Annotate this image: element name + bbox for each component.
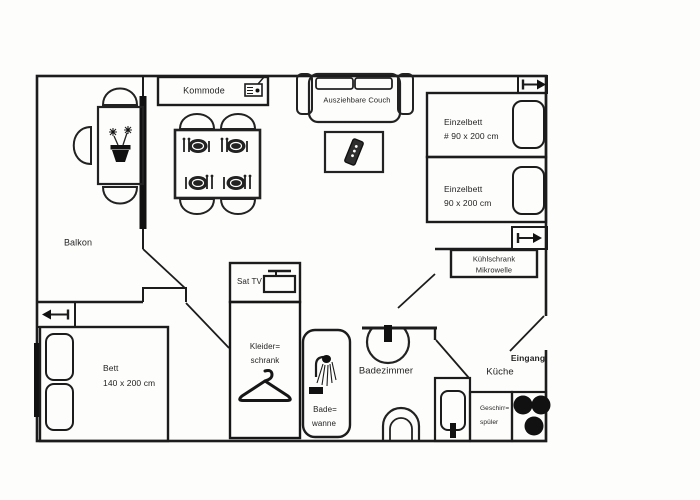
place-setting-icon	[182, 137, 210, 153]
couch	[296, 72, 414, 124]
balcony-label: Balkon	[63, 237, 93, 248]
kitchen-counter	[433, 376, 551, 443]
pillow	[512, 166, 545, 215]
bathtub-label-2: wanne	[311, 419, 337, 428]
bathtub	[301, 328, 352, 439]
shower-icon	[309, 355, 337, 394]
balcony-table	[96, 105, 145, 186]
kitchen-label: Küche	[486, 366, 514, 378]
place-setting-icon	[185, 174, 214, 190]
bathroom-door-swing	[435, 339, 470, 379]
single-bed-1-label: Einzelbett	[444, 117, 483, 127]
hall-door-swing	[397, 273, 436, 309]
dining-set	[173, 113, 262, 215]
single-bed-2-label: Einzelbett	[444, 184, 483, 194]
balcony-chair-bottom	[101, 186, 139, 205]
wardrobe-label-1: Kleider=	[249, 342, 281, 351]
bedroom-door-swing	[185, 302, 230, 349]
dining-chair	[178, 198, 216, 215]
coffee-table	[323, 130, 385, 174]
place-setting-icon	[223, 174, 252, 190]
kommode-label: Kommode	[183, 85, 225, 96]
pillow	[45, 333, 74, 381]
pillow	[45, 383, 74, 431]
dining-chair	[219, 113, 257, 130]
place-setting-icon	[220, 137, 248, 153]
kommode-box	[156, 75, 270, 107]
dining-chair	[178, 113, 216, 130]
couch-label: Ausziehbare Couch	[323, 95, 391, 105]
coat-hanger-icon	[238, 369, 292, 402]
bathroom-label: Badezimmer	[358, 365, 414, 377]
fridge-label: Kühlschrank	[472, 254, 516, 264]
dishwasher-label-1: Geschirr=	[480, 405, 510, 412]
single-bed-1-size: # 90 x 200 cm	[444, 131, 499, 141]
fridge-microwave-box	[449, 248, 539, 279]
potted-plant-icon	[109, 126, 132, 162]
bathtub-label-1: Bade=	[313, 405, 337, 414]
radio-icon	[244, 76, 265, 97]
double-bed	[38, 325, 170, 443]
single-bed-2-size: 90 x 200 cm	[444, 198, 492, 208]
sink-icon	[433, 376, 472, 443]
balcony-door-swing	[142, 248, 187, 290]
double-bed-size: 140 x 200 cm	[103, 378, 156, 388]
dishwasher-label-2: spüler	[480, 419, 499, 426]
balcony-chair-top	[101, 87, 139, 106]
remote-control-icon	[344, 138, 364, 166]
single-bed-2	[425, 155, 548, 224]
balcony-furniture	[72, 87, 145, 205]
wardrobe	[228, 300, 302, 440]
toilet-icon	[360, 312, 437, 365]
pillow	[512, 100, 545, 149]
dishwasher-box	[468, 390, 514, 443]
door-arrow-icon-top-right	[517, 75, 548, 94]
stove-burners-icon	[510, 390, 551, 443]
door-arrow-icon-mid-right	[511, 226, 548, 250]
door-swings	[142, 248, 545, 379]
dining-chair	[219, 198, 257, 215]
wardrobe-label-2: schrank	[250, 356, 280, 365]
entrance-door-swing	[509, 315, 545, 352]
double-bed-label: Bett	[103, 363, 119, 373]
microwave-label: Mikrowelle	[475, 265, 513, 275]
balcony-chair-left	[72, 125, 92, 166]
washbasin-icon	[381, 406, 421, 440]
sat-tv-label: Sat TV	[237, 277, 262, 286]
tv-icon	[262, 269, 297, 294]
entrance-label: Eingang	[510, 352, 546, 363]
door-arrow-icon-bedroom	[36, 301, 76, 328]
dining-table	[173, 128, 262, 200]
